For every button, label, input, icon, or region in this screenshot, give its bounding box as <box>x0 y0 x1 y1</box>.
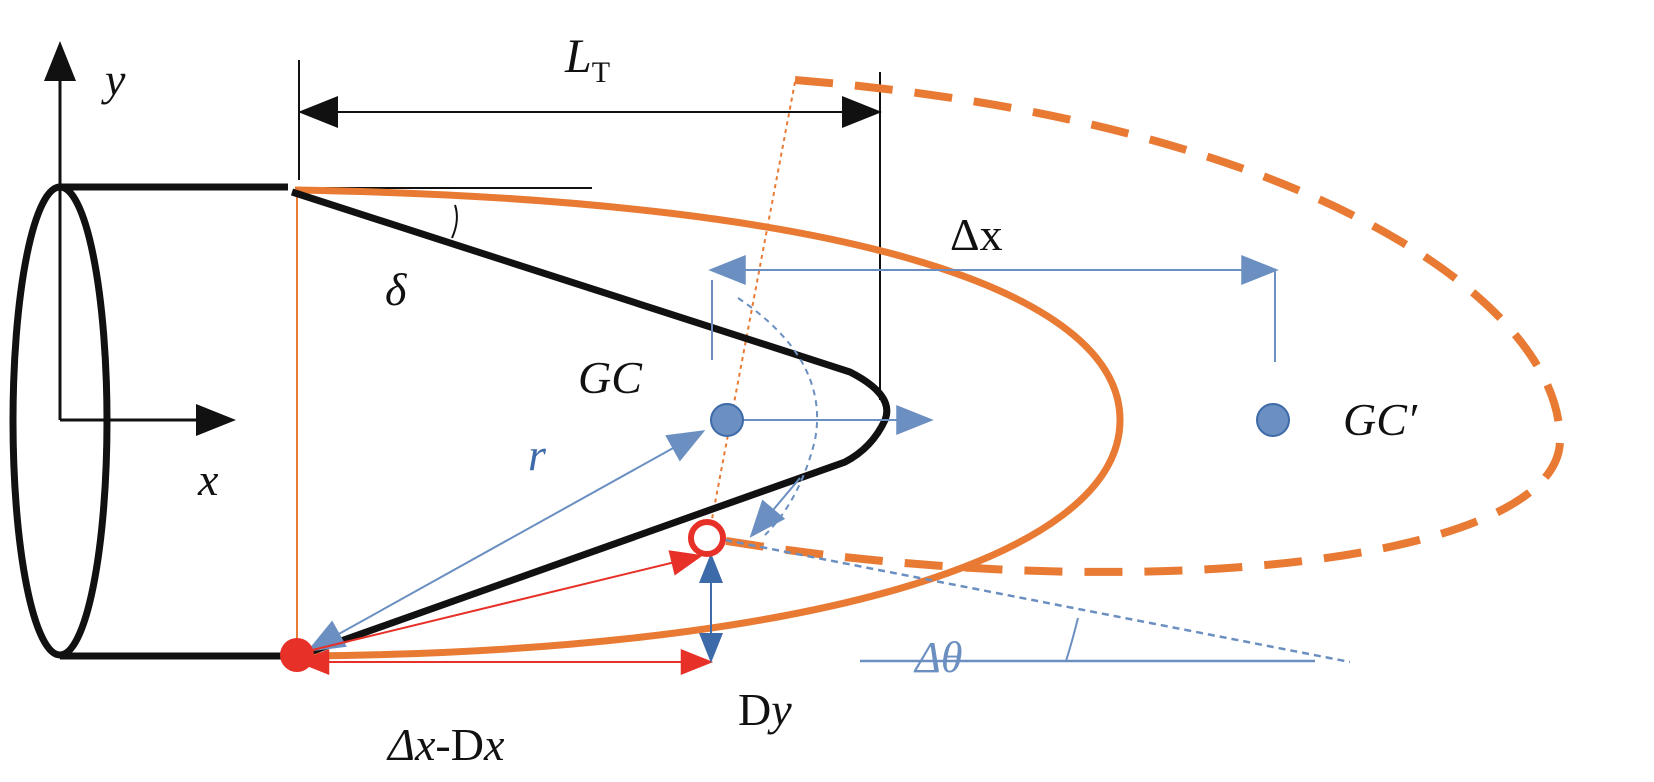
gc-prime-label: GC′ <box>1343 394 1418 445</box>
origin-point <box>280 638 314 672</box>
y-axis-label: y <box>101 54 126 105</box>
theta-arc <box>1065 617 1079 662</box>
delta-theta-label: Δθ <box>913 633 962 682</box>
displaced-point <box>688 519 726 557</box>
theta-dashed-line <box>724 538 1351 664</box>
orange-dashed-jet-profile <box>719 76 1565 576</box>
blue-dashed-arc <box>737 297 819 536</box>
red-diagonal-arrow <box>299 550 704 654</box>
delta-label: δ <box>385 264 407 315</box>
gc-prime-point <box>1256 403 1290 437</box>
orange-jet-profile <box>294 186 1124 660</box>
dy-label: Dy <box>738 684 792 735</box>
gc-label: GC <box>578 352 643 403</box>
orange-dotted-line <box>707 81 796 541</box>
x-axis-label: x <box>197 454 219 505</box>
radius-arrow <box>306 430 706 652</box>
dx-minus-dx-label: Δx-Dx <box>386 719 505 770</box>
lt-label: LT <box>564 30 610 89</box>
delta-angle-arc <box>451 204 458 239</box>
delta-x-label: Δx <box>950 209 1003 260</box>
radius-label: r <box>528 429 547 480</box>
gc-point <box>710 403 744 437</box>
point-arrow <box>749 477 801 538</box>
